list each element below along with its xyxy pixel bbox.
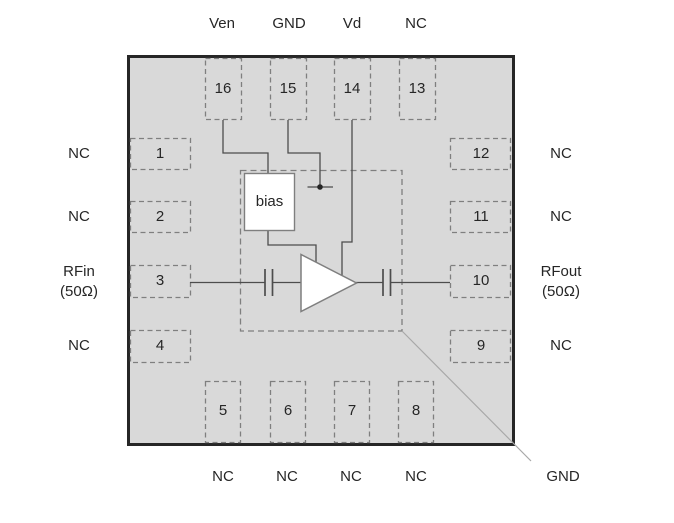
pin-6-number: 6 [283, 402, 293, 419]
pin-12-pad [449, 137, 512, 171]
label-pin15-signal: GND [272, 15, 306, 32]
bias-output-trace [267, 230, 317, 263]
label-pin14-signal: Vd [342, 15, 362, 32]
pin-5-pad [204, 380, 242, 444]
pin-1-pad [129, 137, 192, 171]
pin-9-number: 9 [476, 337, 486, 354]
rfout-label: RFout [540, 263, 582, 280]
pin-10-pad [449, 264, 512, 299]
pin-3-pad [129, 264, 192, 299]
rfin-label: RFin [63, 263, 95, 280]
gnd-leader-line [401, 330, 532, 462]
label-pin5-signal: NC [212, 468, 234, 485]
output-coupling-capacitor [382, 269, 392, 296]
label-pin3-signal: RFin (50Ω) [39, 262, 119, 302]
label-pin10-signal: RFout (50Ω) [521, 262, 601, 302]
pin-2-pad [129, 200, 192, 234]
pin-6-pad [269, 380, 307, 444]
pin-11-pad [449, 200, 512, 234]
rfin-impedance-label: (50Ω) [60, 283, 98, 300]
label-pin13-signal: NC [405, 15, 427, 32]
pin-14-number: 14 [343, 80, 361, 97]
label-pin7-signal: NC [340, 468, 362, 485]
pin-14-pad [333, 57, 372, 121]
pin-1-number: 1 [155, 145, 165, 162]
pin-15-pad [269, 57, 308, 121]
pin-8-number: 8 [411, 402, 421, 419]
label-pin9-signal: NC [550, 337, 572, 354]
amplifier-triangle [300, 253, 359, 313]
pin-12-number: 12 [472, 145, 490, 162]
label-pin2-signal: NC [68, 208, 90, 225]
label-pin8-signal: NC [405, 468, 427, 485]
die-circuit-dashed-boundary [239, 169, 403, 332]
label-pin11-signal: NC [550, 208, 572, 225]
label-pin4-signal: NC [68, 337, 90, 354]
pin-5-number: 5 [218, 402, 228, 419]
pin-7-number: 7 [347, 402, 357, 419]
gnd-trace [287, 120, 321, 187]
input-coupling-capacitor [264, 269, 274, 296]
junction-dot [317, 184, 323, 190]
pin-4-pad [129, 329, 192, 364]
label-pin16-signal: Ven [209, 15, 235, 32]
pin-13-number: 13 [408, 80, 426, 97]
pin-16-pad [204, 57, 243, 121]
pin-4-number: 4 [155, 337, 165, 354]
pin-3-number: 3 [155, 272, 165, 289]
pin-8-pad [397, 380, 435, 444]
pin-10-number: 10 [472, 272, 490, 289]
pin-13-pad [398, 57, 437, 121]
rfout-impedance-label: (50Ω) [542, 283, 580, 300]
bias-block-label: bias [255, 193, 284, 210]
label-pin1-signal: NC [68, 145, 90, 162]
pin-11-number: 11 [473, 208, 489, 225]
pin-15-number: 15 [279, 80, 297, 97]
pin-16-number: 16 [214, 80, 232, 97]
chip-body [127, 55, 515, 446]
pin-9-pad [449, 329, 512, 364]
vd-trace [341, 120, 353, 276]
pin-2-number: 2 [155, 208, 165, 225]
label-exposed-pad-gnd: GND [546, 468, 580, 485]
bias-block [243, 172, 296, 232]
label-pin12-signal: NC [550, 145, 572, 162]
label-pin6-signal: NC [276, 468, 298, 485]
ven-trace [222, 120, 269, 174]
pin-7-pad [333, 380, 371, 444]
